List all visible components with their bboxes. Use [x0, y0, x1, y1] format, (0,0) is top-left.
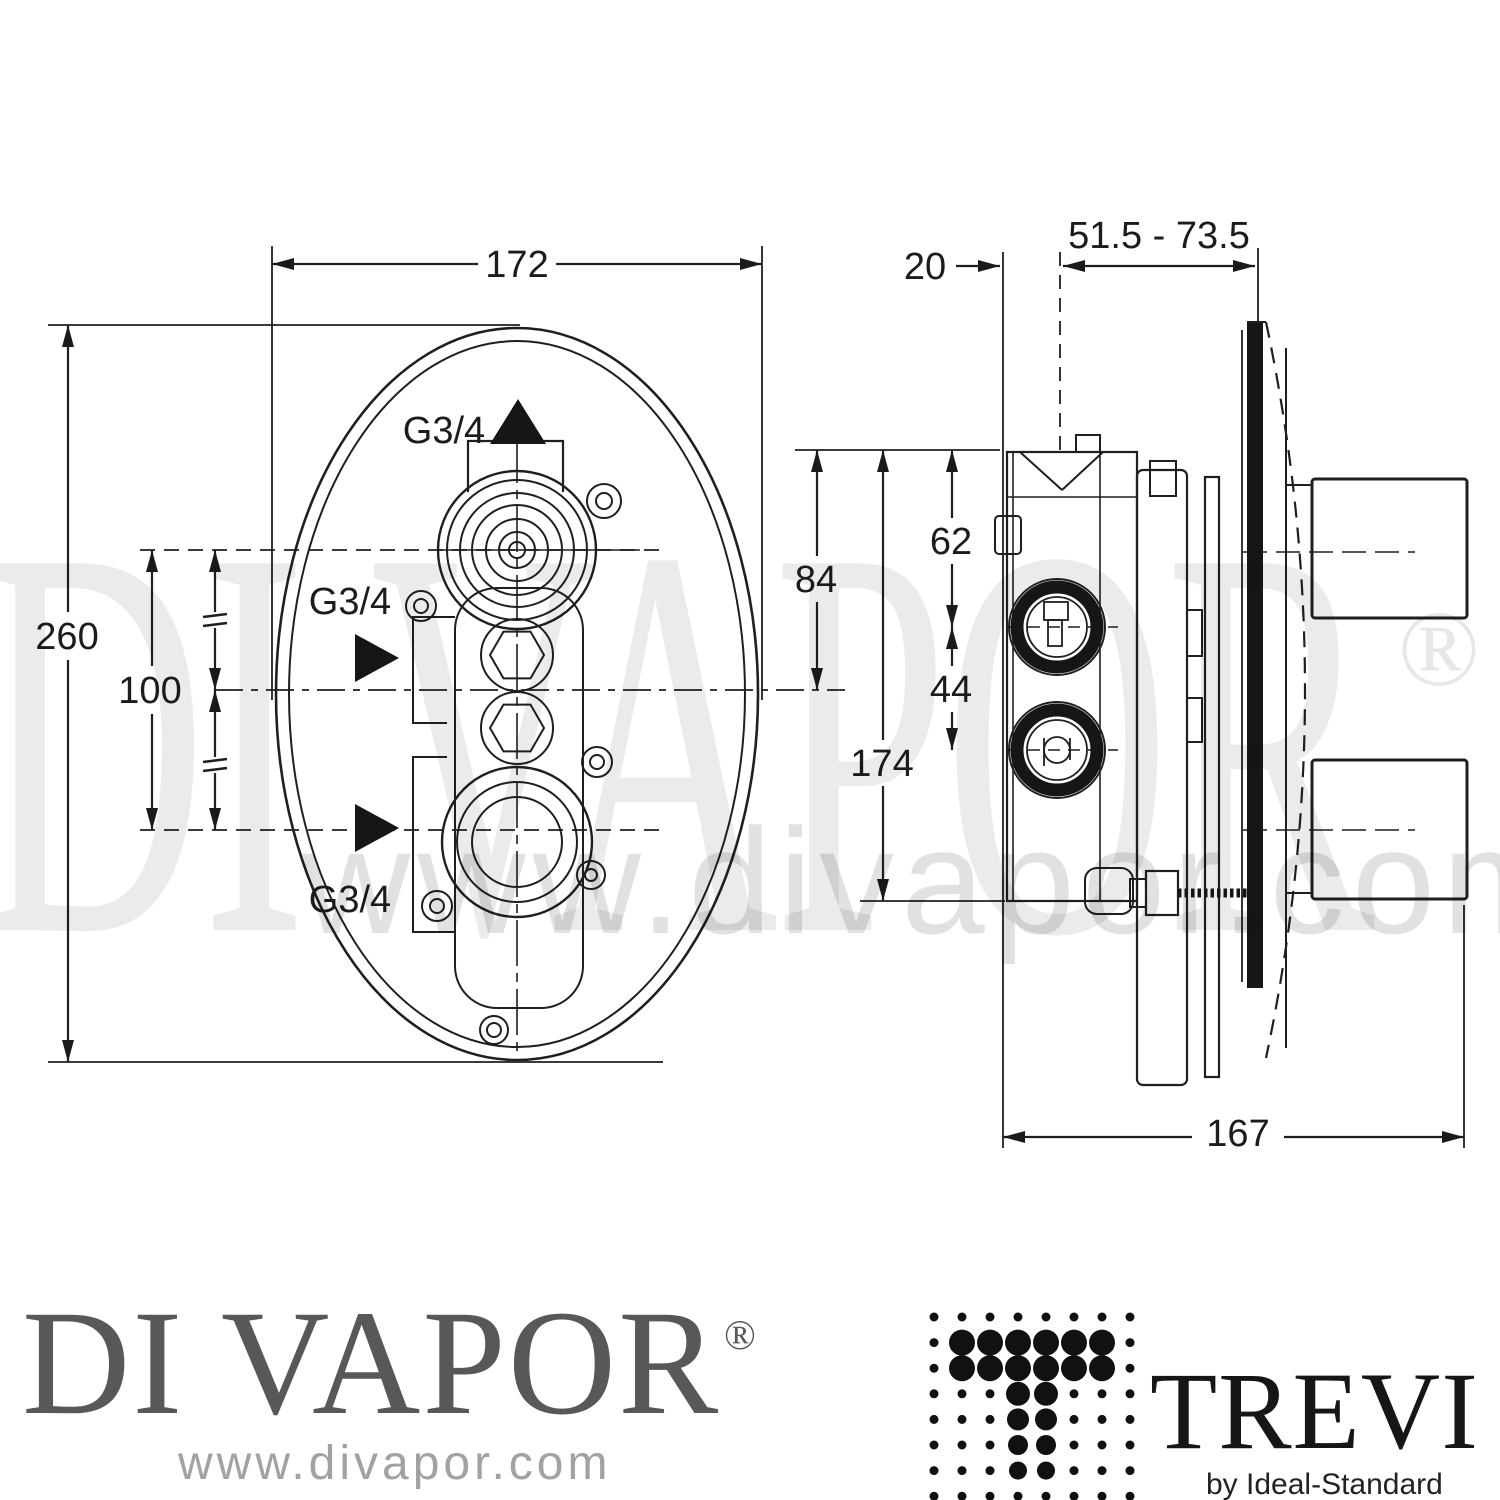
port-mid-label: G3/4 [309, 581, 391, 623]
dim-port-spacing-100: 100 [110, 550, 228, 830]
dim-height-value: 260 [35, 616, 98, 658]
control-knobs [1310, 477, 1469, 901]
port-bottom-label: G3/4 [309, 879, 391, 921]
flow-arrow-up-icon [490, 399, 546, 444]
dim-total-depth-value: 167 [1206, 1113, 1269, 1155]
volume-control-valve [440, 765, 594, 919]
flow-arrow-right-icon-lower [355, 804, 399, 852]
dim-port-spacing-44: 44 [915, 627, 987, 750]
front-view: G3/4 G3/4 G3/4 172 260 [26, 240, 845, 1063]
dim-top-to-upper-port-value: 62 [930, 521, 972, 563]
dim-height-174: 174 [838, 450, 928, 901]
trevi-logo-text: TREVI [1150, 1350, 1479, 1472]
dim-top-to-center-84: 84 [780, 450, 852, 690]
dim-top-to-upper-port-62: 62 [915, 450, 987, 627]
dim-depth-range-value: 51.5 - 73.5 [1068, 215, 1250, 257]
dim-depth-range: 51.5 - 73.5 [1063, 215, 1255, 272]
dim-width-172: 172 [271, 240, 763, 700]
flow-arrow-right-icon-upper [355, 634, 399, 682]
side-port-upper [1008, 578, 1106, 676]
dim-width-value: 172 [485, 244, 548, 286]
dim-plate-20: 20 [904, 246, 1000, 288]
side-port-lower [1008, 701, 1106, 799]
dim-port-spacing-value: 100 [118, 670, 181, 712]
dim-plate-value: 20 [904, 246, 946, 288]
side-view: 20 51.5 - 73.5 84 174 [780, 215, 1469, 1155]
trevi-dot-matrix-logo [929, 1312, 1135, 1500]
dim-height-value: 174 [850, 743, 913, 785]
fixing-screw [1129, 869, 1247, 917]
trevi-byline: by Ideal-Standard [1206, 1468, 1443, 1500]
dim-total-depth-167: 167 [1003, 1104, 1464, 1155]
mounting-ears [405, 483, 622, 1045]
port-labels: G3/4 G3/4 G3/4 [309, 399, 546, 921]
oval-faceplate [274, 326, 760, 1062]
side-reference-lines [795, 248, 1465, 1148]
divapor-logo: DI VAPOR [22, 1280, 721, 1446]
lower-knob [1310, 758, 1469, 901]
dim-top-to-center-value: 84 [795, 559, 837, 601]
divapor-logo-url: www.divapor.com [178, 1437, 612, 1490]
dim-port-spacing-value: 44 [930, 669, 972, 711]
port-top-label: G3/4 [403, 410, 485, 452]
hex-ports [480, 618, 554, 765]
dim-height-260: 260 [26, 325, 110, 1062]
wall-plate-and-dome [1241, 321, 1312, 1059]
upper-knob [1310, 477, 1469, 620]
side-valve-body [994, 434, 1221, 1087]
divapor-registered-mark: ® [724, 1313, 756, 1359]
